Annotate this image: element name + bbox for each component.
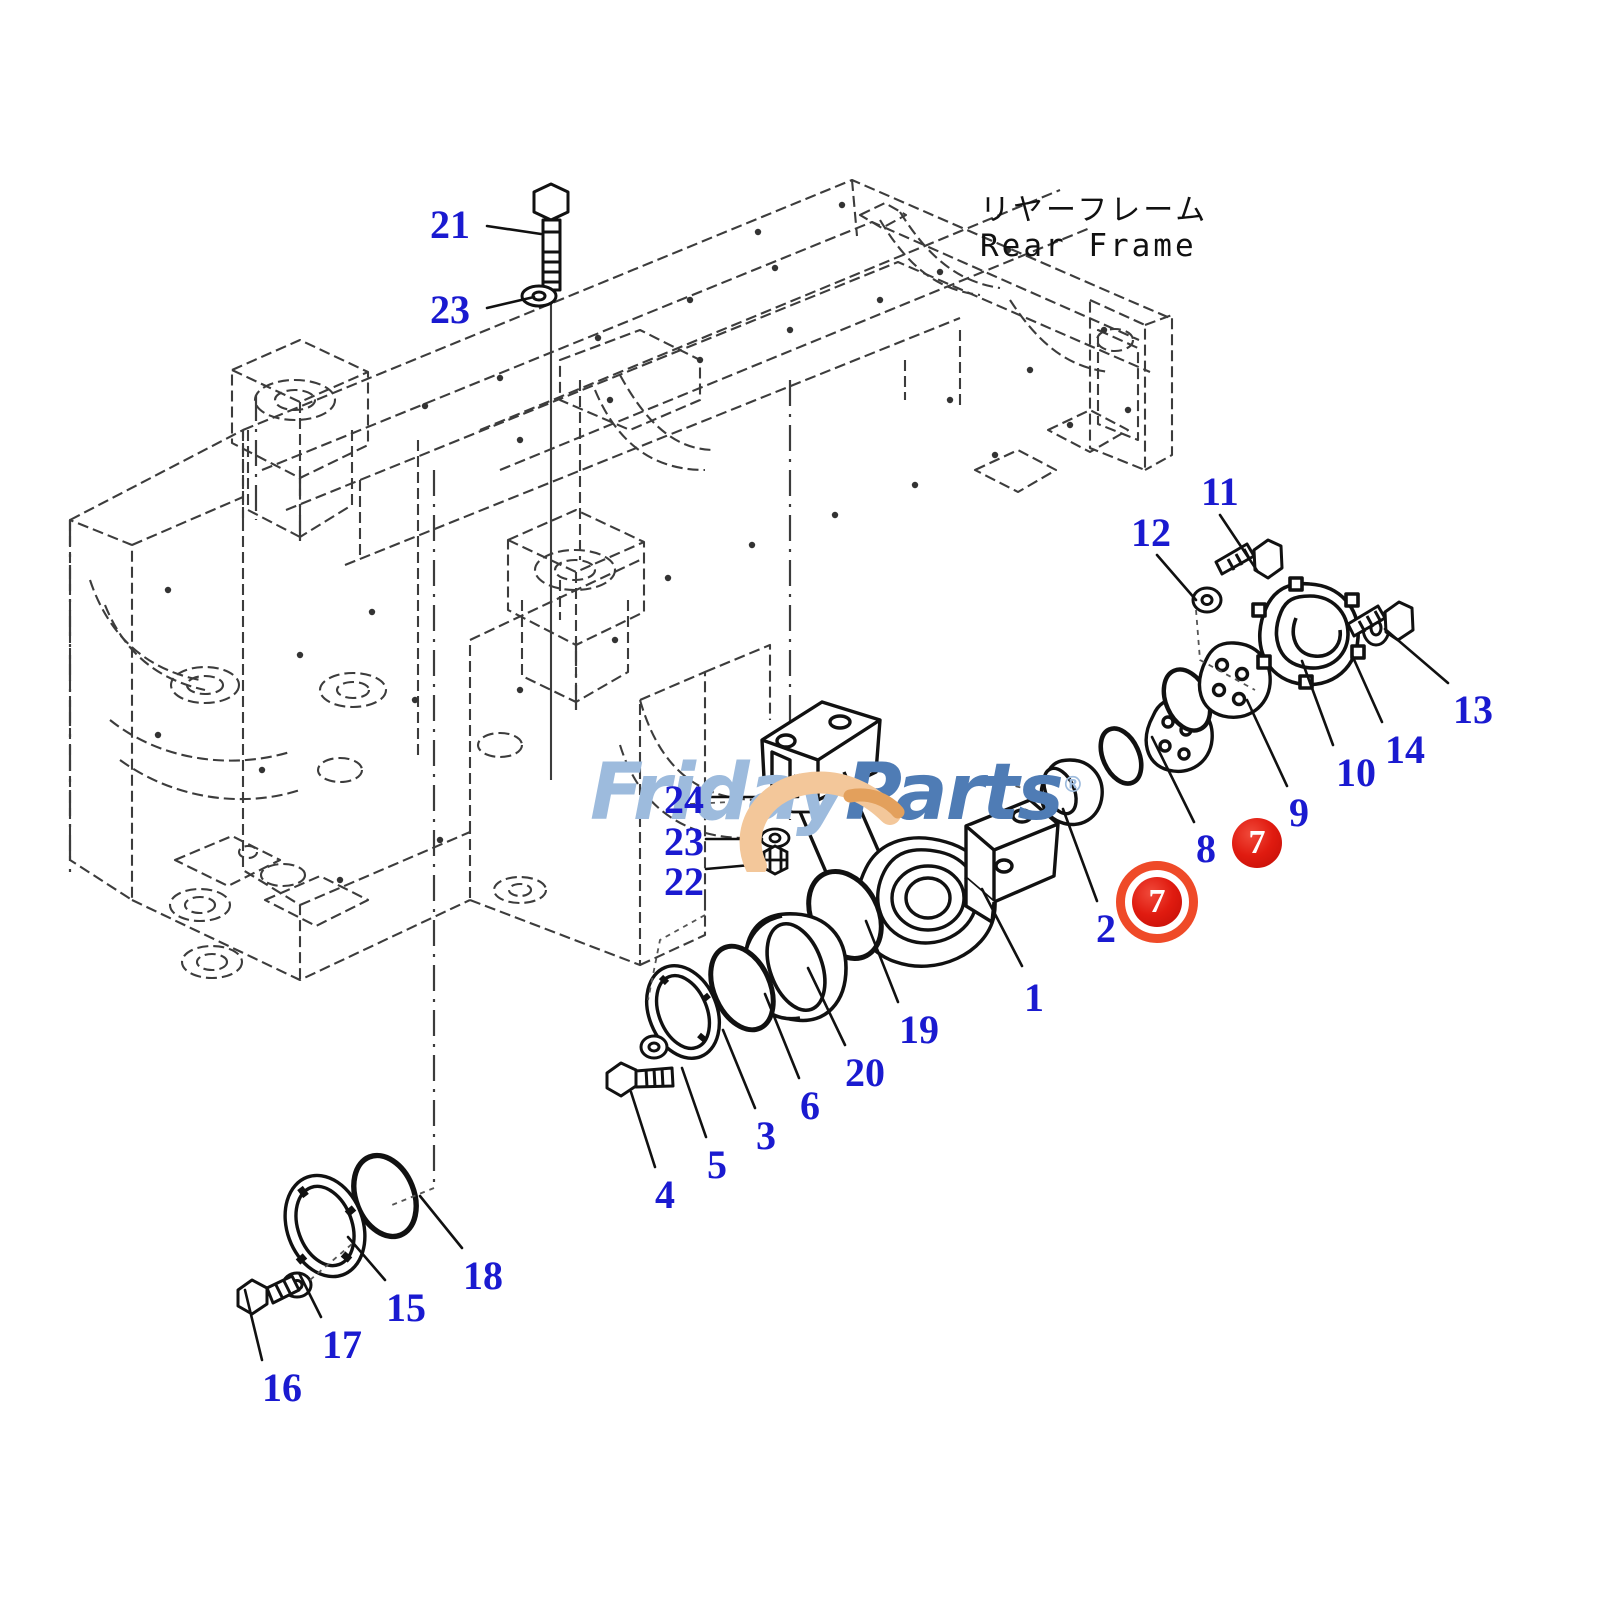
tie-lines — [309, 609, 1256, 1281]
part-10-bearing-cap — [1251, 576, 1366, 690]
callout-13[interactable]: 13 — [1453, 687, 1493, 732]
part-6-washer — [639, 1034, 669, 1060]
section-title-english: Rear Frame — [980, 228, 1197, 264]
part-4-bolt — [605, 1061, 675, 1098]
callout-21[interactable]: 21 — [430, 202, 470, 247]
part-24-fitting — [788, 773, 818, 814]
part-16-bolt — [236, 1274, 301, 1316]
callout-20[interactable]: 20 — [845, 1050, 885, 1095]
part-21-bolt — [532, 182, 570, 292]
callout-2[interactable]: 2 — [1096, 906, 1116, 951]
part-5-flange-ring — [645, 964, 721, 1060]
part-23-washer-top — [520, 284, 558, 308]
section-title-japanese: リヤーフレーム — [980, 193, 1209, 228]
callout-15[interactable]: 15 — [386, 1285, 426, 1330]
callout-1[interactable]: 1 — [1024, 975, 1044, 1020]
leader-lines — [243, 224, 1450, 1362]
callout-5[interactable]: 5 — [707, 1142, 727, 1187]
callout-3[interactable]: 3 — [756, 1113, 776, 1158]
callout-4[interactable]: 4 — [655, 1172, 675, 1217]
highlight-badge-hl-7-a[interactable]: 7 — [1232, 818, 1282, 868]
callout-24[interactable]: 24 — [664, 777, 704, 822]
callout-8[interactable]: 8 — [1196, 826, 1216, 871]
callout-10[interactable]: 10 — [1336, 750, 1376, 795]
callout-14[interactable]: 14 — [1385, 727, 1425, 772]
part-22-nut — [762, 844, 789, 876]
callout-23-mid[interactable]: 23 — [664, 819, 704, 864]
part-3-seal-ring — [708, 943, 776, 1033]
callout-9[interactable]: 9 — [1289, 790, 1309, 835]
highlight-badge-hl-7-b[interactable]: 7 — [1132, 877, 1182, 927]
part-15-flange-ring — [283, 1173, 367, 1279]
callout-6[interactable]: 6 — [800, 1083, 820, 1128]
callout-17[interactable]: 17 — [322, 1322, 362, 1367]
callout-12[interactable]: 12 — [1131, 510, 1171, 555]
rear-frame-assembly — [68, 178, 1174, 982]
part-8-retaining-ring — [1098, 726, 1144, 786]
callout-18[interactable]: 18 — [463, 1253, 503, 1298]
part-2-bushing — [1039, 758, 1104, 827]
highlight-ring-7 — [1116, 861, 1198, 943]
callout-23-top[interactable]: 23 — [430, 287, 470, 332]
part-13-bolt — [1346, 600, 1415, 642]
callout-19[interactable]: 19 — [899, 1007, 939, 1052]
part-7-plate-upper — [1197, 641, 1272, 719]
callout-22[interactable]: 22 — [664, 859, 704, 904]
part-23-washer-mid — [759, 827, 791, 849]
callout-16[interactable]: 16 — [262, 1365, 302, 1410]
part-12-washer — [1191, 586, 1223, 614]
callout-11[interactable]: 11 — [1201, 469, 1239, 514]
